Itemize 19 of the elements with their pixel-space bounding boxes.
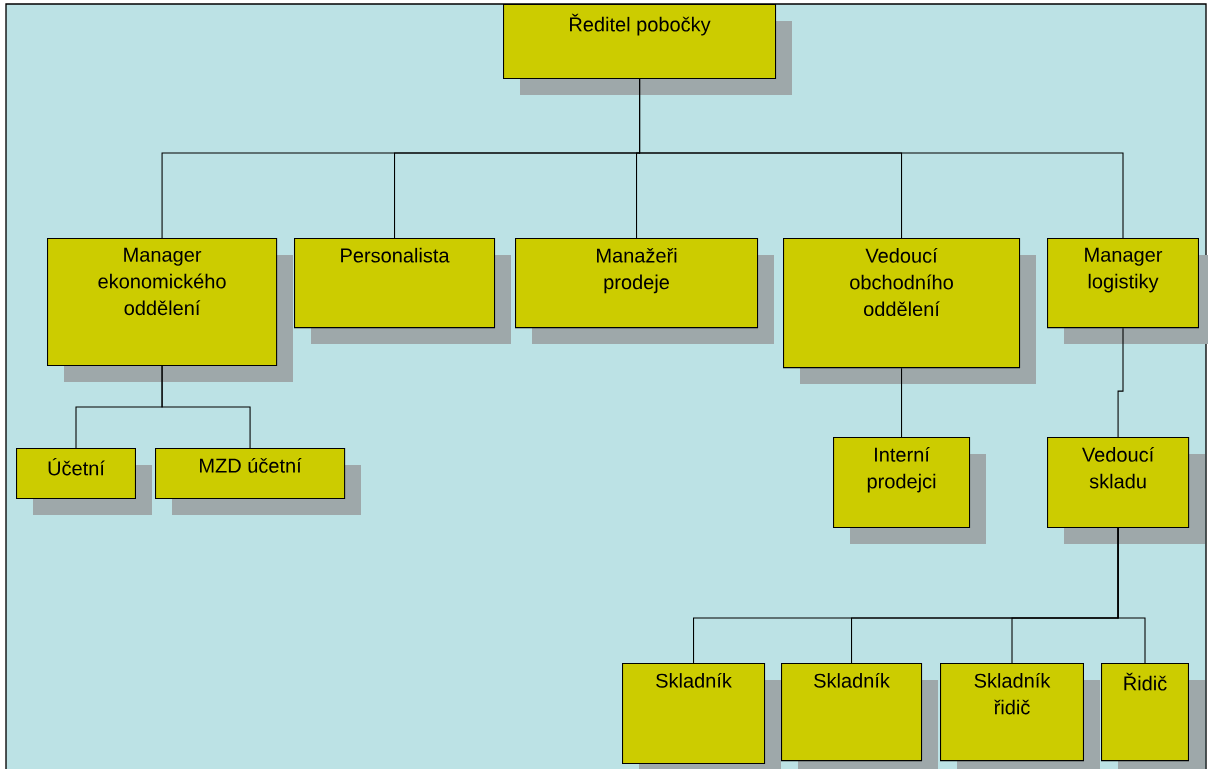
org-box: Řidič — [1101, 663, 1205, 769]
org-box: Interní prodejci — [833, 437, 986, 544]
connector-line — [1117, 527, 1146, 664]
org-box: Skladník — [781, 663, 938, 769]
org-box: Personalista — [294, 238, 511, 344]
org-box: Vedoucí obchodního oddělení — [783, 238, 1036, 384]
connector-line — [639, 78, 1124, 239]
org-box: Vedoucí skladu — [1047, 437, 1205, 544]
connector-line — [1117, 327, 1124, 438]
org-box: Manager ekonomického oddělení — [47, 238, 293, 382]
org-box: MZD účetní — [155, 448, 361, 515]
org-box: Skladník — [622, 663, 781, 769]
org-box: Manager logistiky — [1047, 238, 1208, 344]
org-box: Skladník řidič — [940, 663, 1100, 769]
org-box: Ředitel pobočky — [503, 4, 792, 95]
connector-line — [901, 367, 903, 438]
org-box: Manažeři prodeje — [515, 238, 774, 344]
connector-line — [161, 365, 251, 449]
org-box: Účetní — [16, 448, 152, 515]
